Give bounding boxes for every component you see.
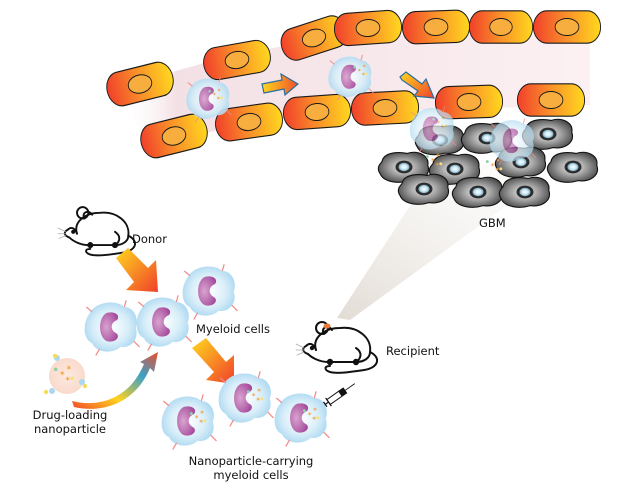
donor-mouse-icon [57,206,137,257]
donor-label: Donor [132,232,167,246]
endothelial-cell [350,89,420,127]
np-carrying-myeloid-cell [161,393,218,451]
tumor-cell [546,151,599,183]
vessel-arrow-1 [261,72,300,97]
drug-loading-label-line2: nanoparticle [33,422,107,436]
drug-loading-nanoparticle-icon [43,353,88,395]
gbm-label: GBM [479,216,506,230]
drug-loading-label-line1: Drug-loading [32,408,108,422]
endothelial-cell [468,10,534,44]
endothelial-cell [332,8,404,48]
myeloid-cell [136,294,193,352]
nanoparticle-to-myeloid-arrow [72,352,158,409]
np-carrying-myeloid-group [161,370,331,451]
myeloid-cells-group [84,263,239,357]
np-carrying-label-line1: Nanoparticle-carrying [188,454,314,468]
endothelial-cell [532,10,602,44]
donor-to-myeloid-arrow [116,248,158,292]
drug-loading-nanoparticle-label: Drug-loading nanoparticle [20,408,120,436]
endothelial-cell [401,9,471,45]
np-carrying-label-line2: myeloid cells [213,468,289,482]
vessel-arrow-2 [399,71,435,99]
tumor-cell [498,176,551,208]
recipient-mouse-icon [295,321,379,374]
tumor-cell [397,173,450,205]
myeloid-cells-label: Myeloid cells [196,322,270,336]
endothelial-cell [281,92,353,132]
myeloid-cell [182,263,239,321]
np-carrying-myeloid-cell [274,390,331,448]
tumor-cell [451,176,504,208]
endothelial-cell [516,83,586,117]
recipient-tumor-site [323,323,331,329]
myeloid-to-np-carrying-arrow [192,338,234,384]
myeloid-cell [84,299,141,357]
recipient-label: Recipient [386,344,440,358]
np-carrying-myeloid-label: Nanoparticle-carrying myeloid cells [176,454,326,482]
syringe-icon [323,383,356,408]
